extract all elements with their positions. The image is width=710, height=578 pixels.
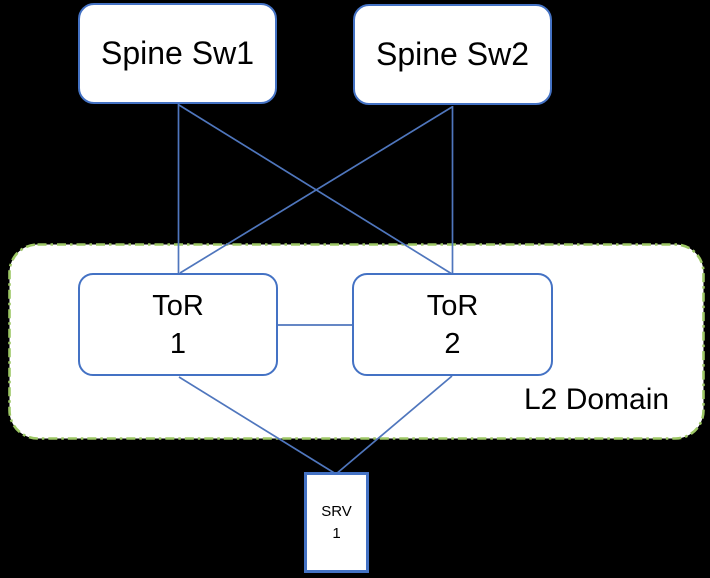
l2-domain-label: L2 Domain xyxy=(524,383,670,416)
node-tor-1-label-line2: 1 xyxy=(169,327,187,360)
node-srv-1-label-line1: SRV xyxy=(321,502,352,520)
link-spine-sw2-tor-1 xyxy=(179,106,453,274)
node-tor-1: ToR 1 xyxy=(78,273,278,376)
node-tor-1-label-line1: ToR xyxy=(152,289,204,322)
node-srv-1: SRV 1 xyxy=(304,472,369,573)
link-tor-2-srv-1 xyxy=(335,375,453,475)
node-spine-sw1: Spine Sw1 xyxy=(78,3,277,104)
node-srv-1-label-line2: 1 xyxy=(332,524,341,542)
node-tor-2-label-line1: ToR xyxy=(426,289,479,322)
node-spine-sw2: Spine Sw2 xyxy=(353,4,552,105)
link-tor-1-srv-1 xyxy=(178,376,337,475)
node-spine-sw2-label: Spine Sw2 xyxy=(376,36,529,72)
node-spine-sw1-label: Spine Sw1 xyxy=(101,35,254,71)
node-tor-2: ToR 2 xyxy=(352,273,553,376)
node-tor-2-label-line2: 2 xyxy=(444,327,461,360)
